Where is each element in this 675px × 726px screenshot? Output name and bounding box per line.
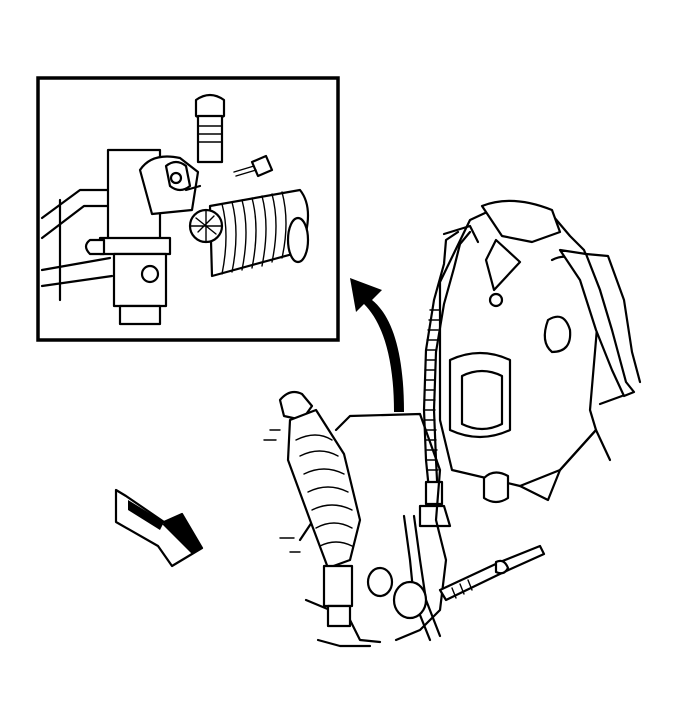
- view-direction-arrow-icon: [114, 488, 204, 568]
- knuckle: [263, 412, 448, 648]
- main-assembly: [263, 199, 642, 648]
- upper-bracket: [558, 248, 642, 406]
- outer-tie-rod: [438, 544, 546, 602]
- inset-pipe-fitting: [194, 93, 226, 164]
- inset-bolt: [233, 154, 274, 178]
- inset-bellows-boot: [188, 188, 310, 278]
- detail-inset: [36, 76, 340, 342]
- tie-rod-boot: [278, 390, 362, 628]
- strut-tower: [438, 199, 612, 504]
- callout-arrow-icon: [350, 278, 404, 412]
- inset-gear-housing: [84, 148, 200, 326]
